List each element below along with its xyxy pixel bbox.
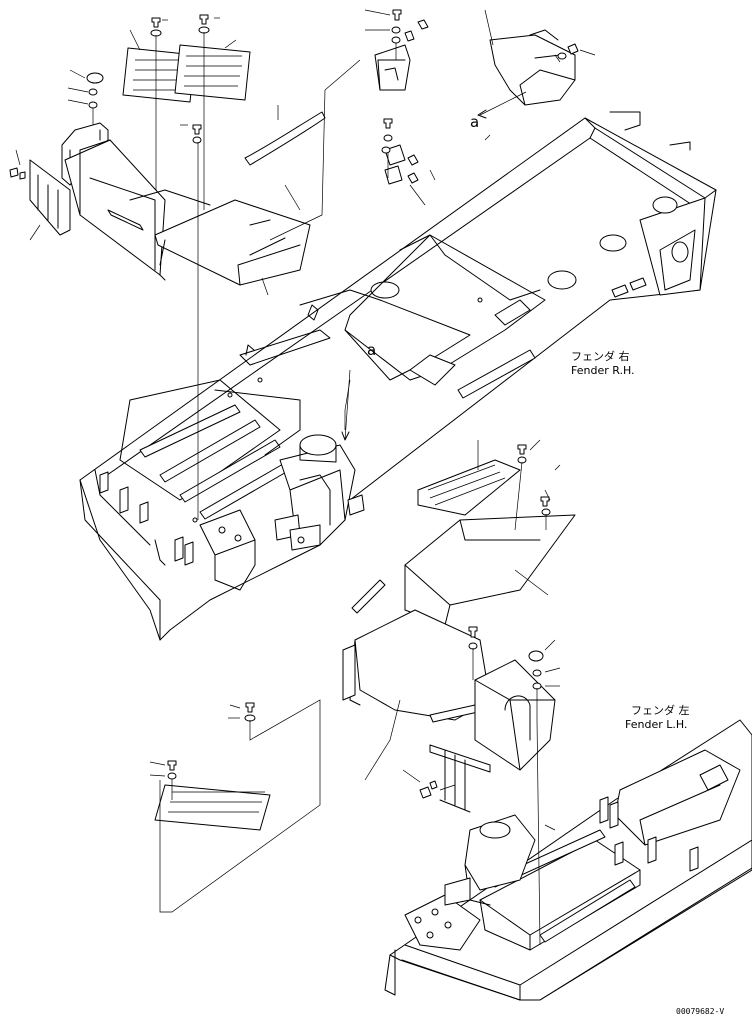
fastener-set — [86, 9, 579, 799]
ref-a-upper: a — [470, 113, 480, 131]
fender-rh-en-label: Fender R.H. — [571, 364, 635, 377]
ref-a-arrow-upper — [477, 109, 487, 119]
fender-lh-en-label: Fender L.H. — [625, 718, 688, 731]
rh-fender-assembly — [79, 111, 717, 641]
ref-a-arrow-lower — [341, 431, 350, 441]
leader-lines — [15, 9, 596, 946]
bolt-set — [151, 9, 579, 799]
fender-rh-jp-label: フェンダ 右 — [571, 350, 630, 363]
ref-a-lower: a — [367, 341, 377, 359]
upper-left-bracket-assembly — [9, 111, 326, 286]
fender-lh-jp-label: フェンダ 左 — [631, 704, 690, 717]
perforated-plates — [122, 44, 521, 831]
lh-fender-assembly — [342, 514, 752, 1001]
drawing-code: 00079682-V — [676, 1007, 725, 1016]
